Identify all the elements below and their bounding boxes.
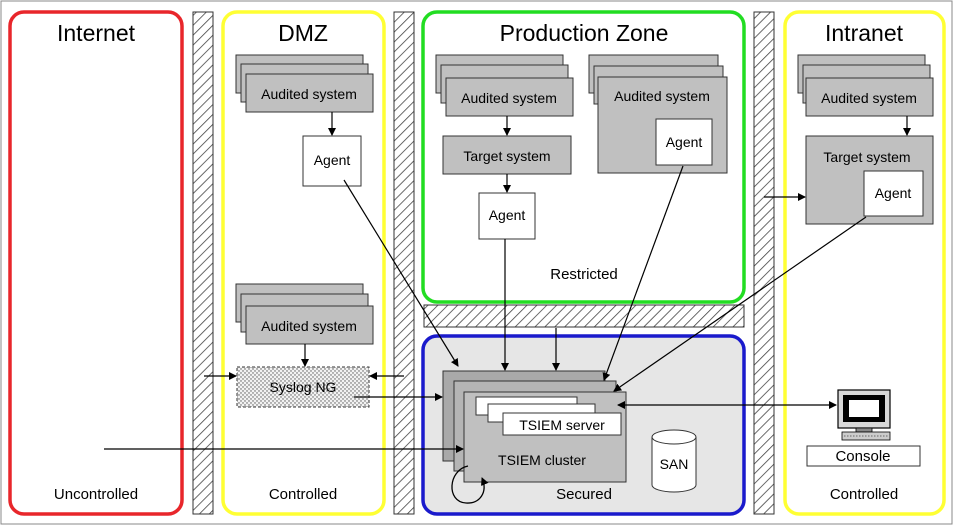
zone-production (421, 10, 746, 304)
console-monitor-icon (837, 389, 891, 441)
tsiem-cluster-stack: TSIEM server TSIEM cluster (442, 370, 627, 483)
zone-internet (8, 10, 184, 516)
arrow-prod-embedded-agent-to-cluster (602, 165, 684, 381)
intranet-agent-label: Agent (875, 185, 912, 201)
dmz-audited-stack-bottom: Audited system (235, 283, 374, 345)
zone-secured-footer: Secured (556, 486, 612, 503)
tsiem-cluster-label: TSIEM cluster (498, 452, 586, 468)
zone-production-footer: Restricted (550, 266, 618, 283)
zone-intranet-title: Intranet (825, 20, 904, 46)
zone-intranet (783, 10, 946, 516)
san-label: SAN (660, 456, 689, 472)
prod-audited-system-label-right: Audited system (614, 88, 710, 104)
intranet-agent-box (863, 170, 924, 217)
dmz-audited-system-label: Audited system (261, 86, 357, 102)
firewall-1 (192, 11, 214, 515)
connection-arrows (104, 112, 911, 453)
zone-dmz (221, 10, 386, 516)
zone-dmz-title: DMZ (278, 20, 328, 46)
intranet-target-system-label: Target system (823, 149, 910, 165)
tsiem-server-label: TSIEM server (519, 417, 605, 433)
prod-target-system-label: Target system (463, 148, 550, 164)
dmz-audited-stack-top: Audited system (235, 54, 374, 113)
syslog-ng-box: Syslog NG (236, 366, 370, 408)
dmz-agent-box: Agent (302, 135, 362, 187)
prod-embedded-agent-label: Agent (666, 134, 703, 150)
zone-production-title: Production Zone (500, 20, 669, 46)
firewall-3 (753, 11, 775, 515)
prod-target-system-box: Target system (442, 135, 572, 175)
prod-audited-system-label-left: Audited system (461, 90, 557, 106)
arrow-intranet-agent-to-cluster (613, 216, 867, 392)
dmz-agent-label: Agent (314, 152, 351, 168)
firewall-horizontal (423, 304, 745, 328)
arrow-dmz-agent-to-cluster (343, 179, 459, 367)
intranet-audited-stack: Audited system (797, 54, 934, 117)
zone-intranet-footer: Controlled (830, 486, 898, 503)
tsiem-server-box (502, 412, 622, 436)
console-label: Console (835, 448, 890, 465)
prod-agent-label: Agent (489, 207, 526, 223)
zone-dmz-footer: Controlled (269, 486, 337, 503)
san-cylinder-icon: SAN (651, 429, 697, 493)
prod-embedded-agent-box (655, 118, 713, 166)
console-box: Console (806, 445, 921, 467)
zone-internet-title: Internet (57, 20, 136, 46)
zone-internet-footer: Uncontrolled (54, 486, 138, 503)
firewall-2 (393, 11, 415, 515)
prod-audited-stack-left: Audited system (435, 54, 574, 117)
intranet-audited-system-label: Audited system (821, 90, 917, 106)
prod-agent-box: Agent (478, 192, 536, 240)
syslog-ng-label: Syslog NG (270, 379, 337, 395)
dmz-audited-system-label-2: Audited system (261, 318, 357, 334)
cluster-loop-arrow (451, 465, 489, 504)
prod-audited-stack-right: Audited system Agent (588, 54, 728, 174)
intranet-target-system-box: Target system Agent (805, 135, 934, 225)
